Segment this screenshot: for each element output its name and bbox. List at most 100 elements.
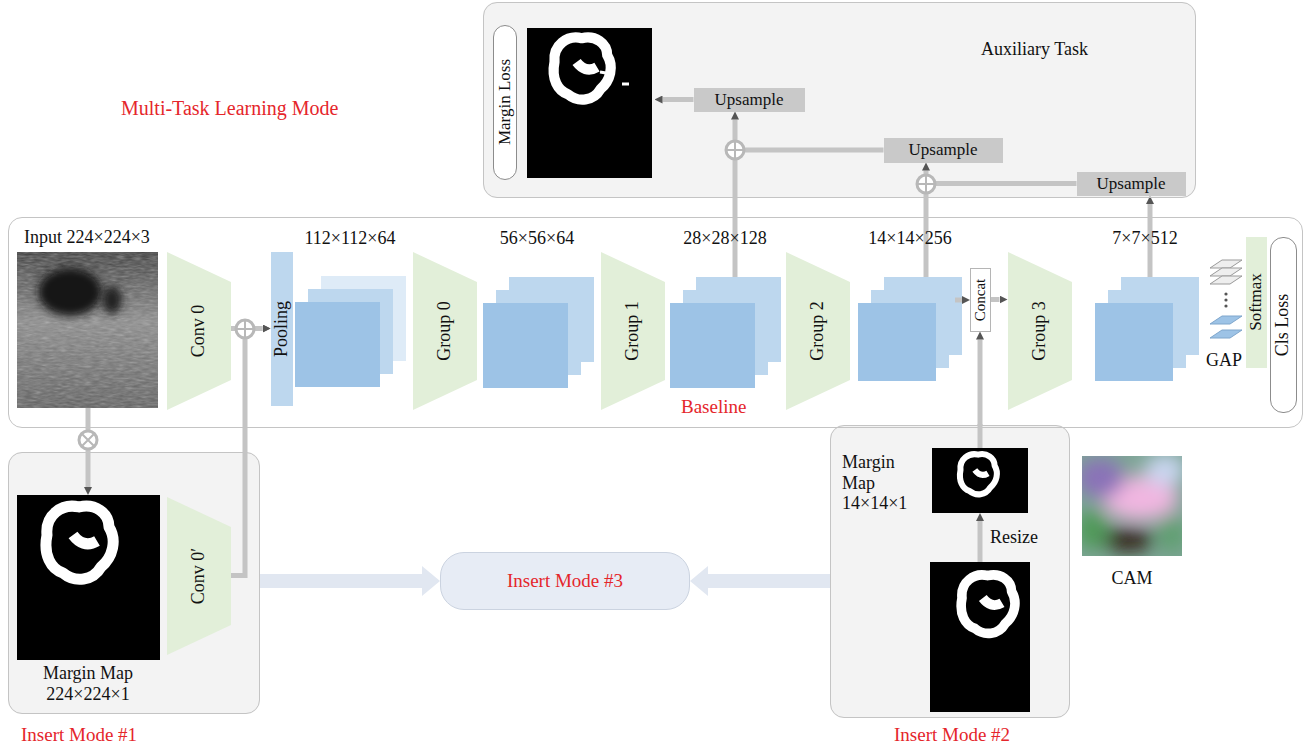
loss-label-box: Margin Loss: [493, 25, 517, 180]
gap-vector: [1210, 330, 1242, 338]
connectors: [231, 100, 1077, 582]
margin-contour: [961, 575, 1015, 634]
ellipsis-dot: [1224, 304, 1227, 307]
text-label: Multi-Task Learning Mode: [121, 97, 338, 120]
connector: [991, 297, 1000, 302]
gap-vector: [1210, 276, 1242, 284]
ultrasound-texture: [17, 252, 158, 408]
conv-block: Conv 0: [167, 252, 231, 410]
ellipsis-dot: [1224, 292, 1227, 295]
margin-contour: [46, 506, 113, 579]
connector: [735, 120, 884, 151]
text-label: Input 224×224×3: [24, 227, 150, 248]
conv-block: Group 3: [1008, 252, 1072, 410]
node-text: Concat: [972, 278, 989, 321]
lesion: [102, 286, 122, 314]
panel-fill: [830, 425, 1070, 718]
margin-contour: [554, 37, 611, 99]
node-text: Cls Loss: [1273, 293, 1293, 356]
cam-heat: [1082, 456, 1182, 553]
feature-map: [1095, 303, 1173, 381]
node-text: Upsample: [909, 140, 978, 160]
sum-symbol: [917, 175, 935, 193]
wire: [733, 159, 738, 277]
node-text: Softmax: [1247, 273, 1266, 331]
gap-vector: [1210, 316, 1242, 324]
node-text: Conv 0: [189, 304, 209, 357]
layer-bar: Pooling: [271, 252, 293, 406]
operators: [79, 141, 935, 449]
panel-fill: [483, 2, 1196, 198]
conv-block: Group 1: [601, 252, 665, 410]
node-text: Auxiliary Task: [981, 39, 1088, 60]
trapezoid-fill: [167, 497, 231, 655]
layer-bar: Concat: [970, 268, 991, 332]
connector: [978, 340, 983, 426]
upsample-box: Upsample: [694, 88, 805, 112]
trapezoid-fill: [413, 252, 477, 410]
gap-vectors: [1210, 260, 1242, 338]
node-text: Margin Loss: [495, 59, 514, 145]
node-text: Conv 0′: [189, 547, 209, 603]
cam-image: [1082, 456, 1182, 556]
text-label: Margin Map 224×224×1: [13, 663, 163, 704]
text-label: 56×56×64: [500, 228, 574, 249]
node-text: Upsample: [715, 90, 784, 110]
sum-symbol: [236, 320, 254, 338]
connector: [926, 171, 1077, 184]
insert-arrow: [260, 574, 422, 588]
text-label: GAP: [1206, 350, 1242, 371]
margin-image: [930, 562, 1030, 712]
feature-map: [483, 303, 568, 388]
margin-map-images: [17, 28, 1030, 712]
margin-contour: [960, 454, 997, 494]
insert-arrow: [708, 574, 830, 588]
margin-image: [932, 448, 1028, 513]
panel-fill: [8, 452, 260, 714]
module-panel: Conv 0 Pooling Group 0 Group 1 Group 2 Concat…: [8, 217, 1303, 428]
product-symbol: [79, 431, 97, 449]
margin-speck: [600, 72, 629, 84]
node-text: Insert Mode #2: [894, 724, 1010, 746]
layer-bar: Cls Loss: [1270, 237, 1297, 413]
text-label: 28×28×128: [683, 228, 766, 249]
conv-block: Group 0: [413, 252, 477, 410]
conv-block: Group 2: [786, 252, 850, 410]
text-label: Margin Map 14×14×1: [842, 452, 924, 514]
feature-map: [670, 303, 755, 388]
trapezoid-fill: [601, 252, 665, 410]
margin-image: [527, 28, 652, 178]
text-label: 7×7×512: [1112, 228, 1177, 249]
gap-vector: [1210, 268, 1242, 276]
ultrasound-ground: [17, 252, 158, 408]
text-label: 14×14×256: [868, 228, 951, 249]
node-text: Group 1: [623, 301, 643, 361]
panel-fills: [8, 2, 1303, 718]
wire: [978, 521, 983, 562]
trapezoid-fill: [167, 252, 231, 410]
upsample-box: Upsample: [884, 138, 1003, 163]
text-label: CAM: [1111, 568, 1152, 589]
wire: [955, 298, 962, 303]
ellipsis-dot: [1224, 298, 1227, 301]
node-text: Group 2: [808, 301, 828, 361]
connector: [663, 97, 694, 102]
module-panel: Margin LossUpsampleUpsampleUpsampleAuxil…: [483, 2, 1196, 198]
node-text: Pooling: [272, 300, 292, 356]
node-text: Group 0: [435, 301, 455, 361]
sum-symbol: [726, 141, 744, 159]
layer-bar: Softmax: [1246, 237, 1267, 368]
ultrasound-image: [17, 252, 158, 408]
feature-map: [858, 303, 936, 381]
margin-image: [17, 495, 160, 660]
node-text: Insert Mode #3: [507, 570, 623, 592]
panel-fill: [8, 217, 1303, 428]
trapezoid-fill: [786, 252, 850, 410]
node-text: Group 3: [1030, 301, 1050, 361]
upsample-box: Upsample: [1077, 172, 1186, 196]
conv-block: Conv 0′: [167, 497, 231, 655]
text-label: 112×112×64: [305, 228, 396, 249]
mode-box: Insert Mode #3: [440, 552, 690, 610]
node-text: Upsample: [1097, 174, 1166, 194]
